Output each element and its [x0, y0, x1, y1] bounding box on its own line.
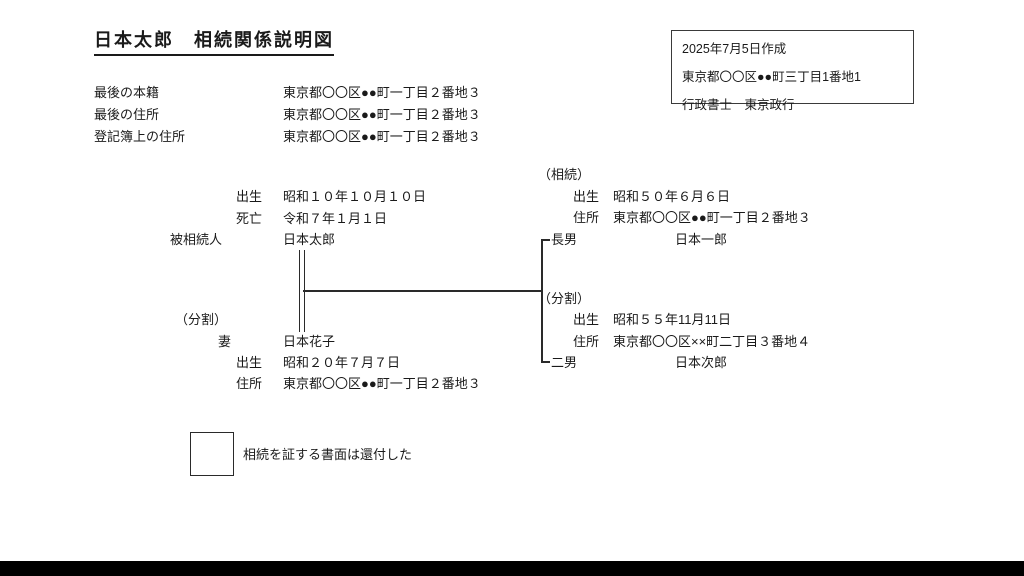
heir2-address-value: 東京都〇〇区××町二丁目３番地４	[613, 334, 811, 349]
heir1-name: 日本一郎	[675, 232, 728, 247]
registry-value-registered-address: 東京都〇〇区●●町一丁目２番地３	[283, 129, 481, 144]
heir1-inheritance-tag: （相続）	[538, 167, 591, 182]
heir1-birth-label: 出生	[573, 189, 600, 204]
heir1-address-label: 住所	[573, 210, 600, 225]
spouse-birth-label: 出生	[236, 355, 263, 370]
registry-label-registered-address: 登記簿上の住所	[94, 129, 186, 144]
heir1-birth-value: 昭和５０年６月６日	[613, 189, 731, 204]
creation-date: 2025年7月5日作成	[682, 42, 787, 56]
registry-label-honseki: 最後の本籍	[94, 85, 160, 100]
decedent-birth-value: 昭和１０年１０月１０日	[283, 189, 427, 204]
decedent-name: 日本太郎	[283, 232, 336, 247]
spouse-role: 妻	[218, 334, 232, 349]
registry-value-honseki: 東京都〇〇区●●町一丁目２番地３	[283, 85, 481, 100]
spouse-name: 日本花子	[283, 334, 336, 349]
legend-checkbox	[190, 432, 234, 476]
page-title: 日本太郎 相続関係説明図	[94, 30, 334, 56]
office-address: 東京都〇〇区●●町三丁目1番地1	[682, 70, 862, 84]
footer-bar	[0, 561, 1024, 576]
heir1-connector-tick	[541, 239, 550, 241]
heir2-birth-value: 昭和５５年11月11日	[613, 312, 731, 327]
heir2-birth-label: 出生	[573, 312, 600, 327]
spouse-birth-value: 昭和２０年７月７日	[283, 355, 401, 370]
registry-value-last-address: 東京都〇〇区●●町一丁目２番地３	[283, 107, 481, 122]
spouse-address-value: 東京都〇〇区●●町一丁目２番地３	[283, 376, 481, 391]
heir1-address-value: 東京都〇〇区●●町一丁目２番地３	[613, 210, 811, 225]
decedent-birth-label: 出生	[236, 189, 263, 204]
heir2-role: 二男	[551, 355, 578, 370]
children-vertical-line	[541, 239, 543, 363]
heir2-address-label: 住所	[573, 334, 600, 349]
decedent-death-label: 死亡	[236, 211, 263, 226]
heir2-name: 日本次郎	[675, 355, 728, 370]
author-name: 行政書士 東京政行	[682, 98, 795, 112]
registry-label-last-address: 最後の住所	[94, 107, 160, 122]
legend-note: 相続を証する書面は還付した	[243, 447, 413, 462]
spouse-division-tag: （分割）	[175, 312, 228, 327]
decedent-role: 被相続人	[170, 232, 223, 247]
spouse-address-label: 住所	[236, 376, 263, 391]
decedent-death-value: 令和７年１月１日	[283, 211, 388, 226]
author-box: 2025年7月5日作成 東京都〇〇区●●町三丁目1番地1 行政書士 東京政行	[671, 30, 914, 112]
heir2-connector-tick	[541, 361, 550, 363]
heir2-division-tag: （分割）	[538, 291, 591, 306]
heir1-role: 長男	[551, 232, 578, 247]
children-branch-line	[303, 290, 542, 292]
